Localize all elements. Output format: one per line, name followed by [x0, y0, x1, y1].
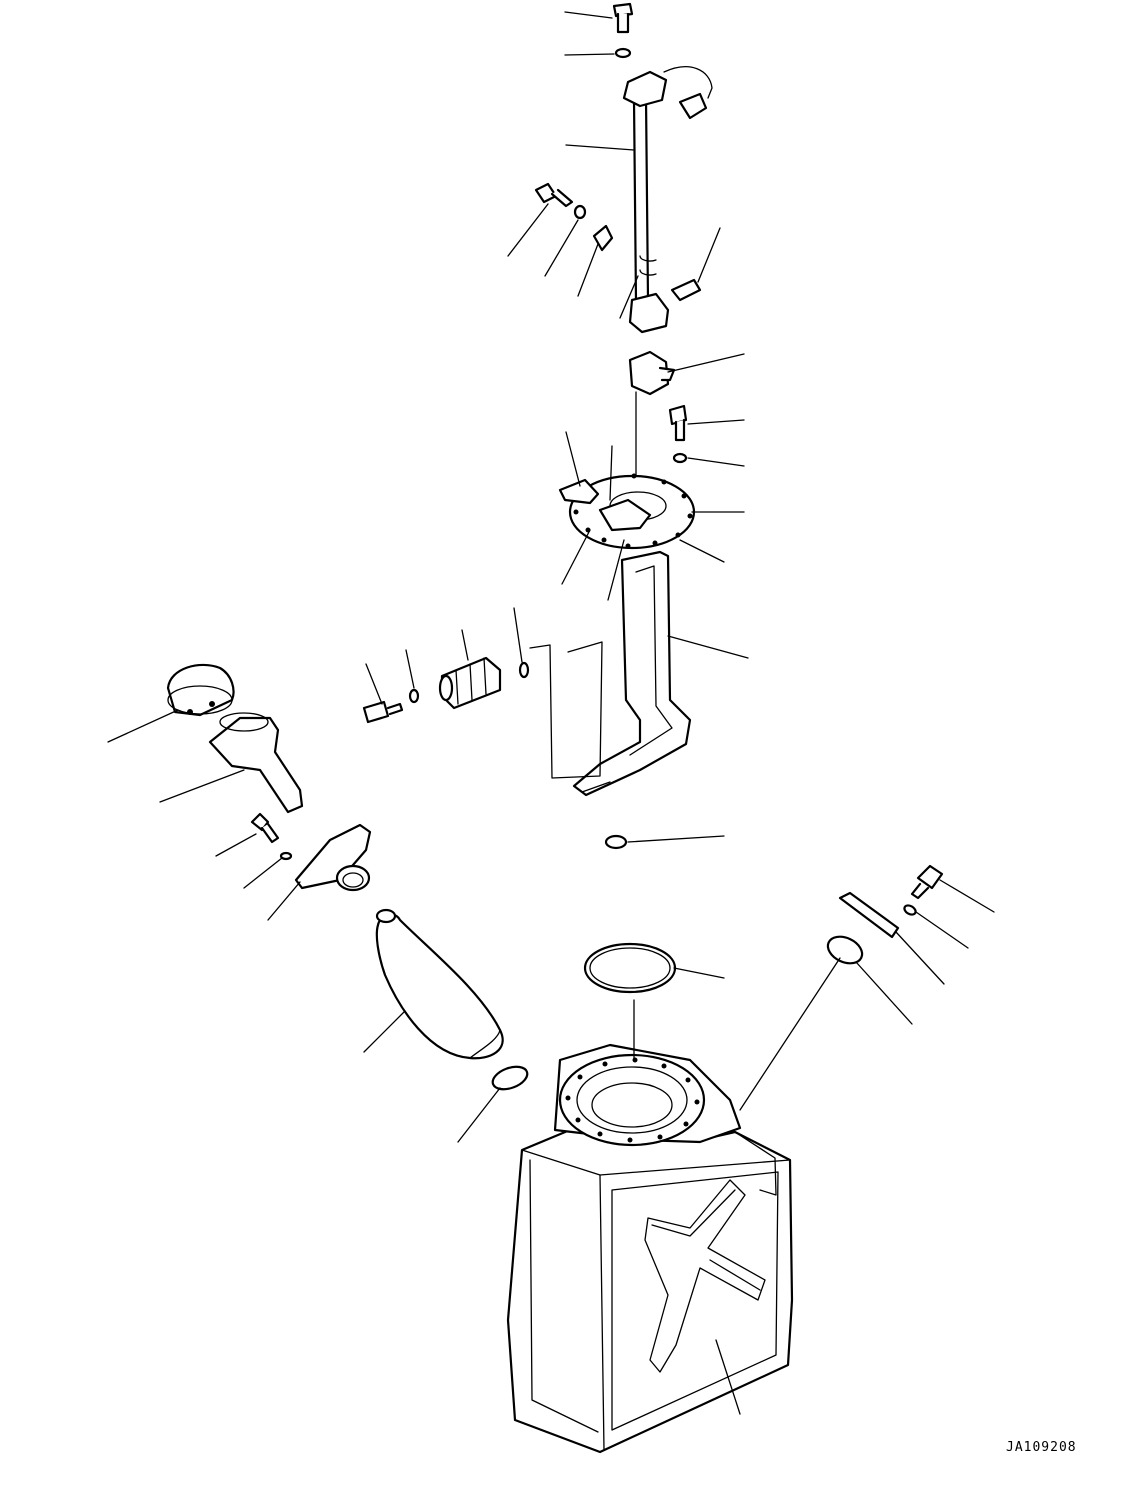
bolt-top: [612, 2, 634, 34]
filter-bag: [375, 908, 504, 1060]
reservoir-tank: [506, 1043, 794, 1454]
washer-top: [614, 47, 632, 59]
suction-pipe: [572, 550, 692, 797]
strainer-filter: [438, 656, 502, 710]
float-arm: [670, 278, 702, 302]
flange-bolt: [668, 404, 688, 442]
strainer-washer-right: [518, 661, 530, 679]
neck-flange: [294, 823, 372, 892]
right-washer: [903, 904, 917, 916]
tank-x-emboss: [644, 1179, 766, 1373]
flange-washer: [672, 452, 688, 464]
connector-block: [628, 350, 676, 396]
tank-flange-holes: [565, 1057, 700, 1143]
filler-neck: [208, 712, 304, 814]
strainer-washer-left: [408, 688, 420, 704]
strainer-bolt: [362, 700, 404, 724]
bolt-sensor-bracket: [534, 182, 574, 208]
leader-lines: [107, 11, 995, 1415]
washer-sensor-bracket: [573, 204, 587, 220]
neck-washer: [279, 851, 293, 861]
drain-plug-seal: [491, 1065, 529, 1091]
sensor-clip: [592, 224, 614, 252]
suction-pipe-seal: [604, 834, 628, 850]
inspection-cover: [826, 935, 864, 965]
right-bolt: [910, 864, 944, 900]
neck-bolt: [250, 812, 280, 844]
figure-code: JA109208: [1006, 1440, 1077, 1455]
o-ring: [583, 942, 677, 994]
level-sensor-gauge: [622, 66, 713, 334]
right-bracket-plate: [838, 891, 900, 939]
pump-flange-plate: [558, 473, 696, 550]
filler-cap: [166, 663, 235, 717]
